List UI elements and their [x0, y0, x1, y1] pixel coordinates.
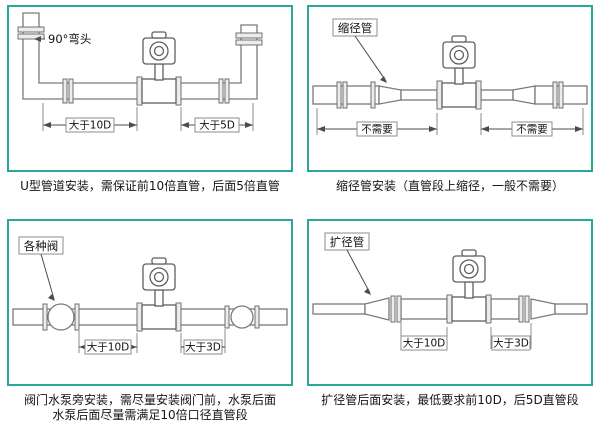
dimension-left: 大于10D	[78, 329, 138, 355]
pipe-small-left	[400, 89, 438, 101]
dim-left-label: 大于10D	[69, 119, 111, 132]
valve-left-icon	[42, 303, 80, 331]
dim-left-label: 大于10D	[87, 341, 129, 354]
dimension-right: 大于5D	[180, 103, 254, 133]
flowmeter-icon	[136, 257, 182, 332]
dimension-right: 不需要	[480, 108, 584, 137]
pipe-small-right	[554, 303, 588, 315]
valve-right-icon	[224, 305, 260, 329]
dim-left-label: 不需要	[361, 124, 393, 136]
diagram-box-expander: 扩径管	[307, 219, 593, 386]
flowmeter-icon	[436, 35, 482, 110]
pipe-flange-pair-left	[336, 81, 348, 109]
caption-expander: 扩径管后面安装，最低要求前10D，后5D直管段	[321, 393, 579, 407]
pipe-flange-pair-left	[62, 78, 74, 104]
pipe-large-left	[400, 298, 448, 320]
dim-left-label: 大于10D	[403, 337, 445, 350]
dim-right-label: 不需要	[516, 124, 548, 136]
caption-u-pipe: U型管道安装，需保证前10倍直管，后面5倍直管	[20, 179, 280, 193]
panel-expander: 扩径管	[300, 214, 600, 429]
dimension-left: 大于10D	[42, 103, 138, 133]
pipe-flange-pair-right	[552, 81, 564, 109]
reducer-right	[530, 298, 556, 320]
left-riser-flange	[17, 26, 45, 40]
caption-valve-line2: 水泵后面尽量需满足10倍口径直管段	[52, 408, 248, 422]
diagram-box-u-pipe: 90°弯头	[7, 5, 293, 172]
dimension-left: 大于10D	[400, 323, 448, 351]
dim-right-label: 大于3D	[185, 341, 221, 354]
dimension-left: 不需要	[316, 108, 438, 137]
valve-label: 各种阀	[24, 239, 59, 253]
caption-reducer: 缩径管安装（直管段上缩径，一般不需要）	[335, 179, 564, 193]
expander-left	[364, 297, 390, 321]
reducer-label: 缩径管	[338, 21, 373, 35]
pipe-small-right	[480, 89, 514, 101]
panel-u-pipe: 90°弯头	[0, 0, 300, 214]
u-pipe-diagram: 90°弯头	[17, 12, 263, 133]
expander-label: 扩径管	[330, 235, 365, 249]
reducer-diagram: 缩径管	[312, 18, 588, 137]
reducer-left	[378, 85, 402, 105]
dim-right-label: 大于3D	[493, 337, 529, 350]
pipe-flange-pair-mid	[370, 81, 376, 109]
pipe-flange-pair-right	[218, 78, 230, 104]
panel-valve: 各种阀	[0, 214, 300, 429]
diagram-box-valve: 各种阀	[7, 219, 293, 386]
right-riser-flange	[235, 32, 263, 46]
dimension-right: 大于3D	[180, 329, 226, 355]
flowmeter-icon	[136, 31, 182, 106]
valve-diagram: 各种阀	[12, 236, 288, 355]
panel-reducer: 缩径管	[300, 0, 600, 214]
pipe-flange-pair-right	[518, 295, 530, 323]
expander-diagram: 扩径管	[312, 232, 588, 351]
pipe-small-left	[312, 303, 366, 315]
caption-valve: 阀门水泵旁安装，需尽量安装阀门前，水泵后面 水泵后面尽量需满足10倍口径直管段	[7, 393, 293, 423]
elbow-label: 90°弯头	[48, 32, 91, 46]
caption-valve-line1: 阀门水泵旁安装，需尽量安装阀门前，水泵后面	[23, 393, 276, 407]
diagram-box-reducer: 缩径管	[307, 5, 593, 172]
expander-right	[512, 85, 536, 105]
pipe-flange-pair-left	[390, 295, 402, 323]
dim-right-label: 大于5D	[199, 119, 235, 132]
dimension-right: 大于3D	[490, 323, 532, 351]
flowmeter-icon	[446, 249, 492, 324]
pipe-large-right	[490, 298, 520, 320]
